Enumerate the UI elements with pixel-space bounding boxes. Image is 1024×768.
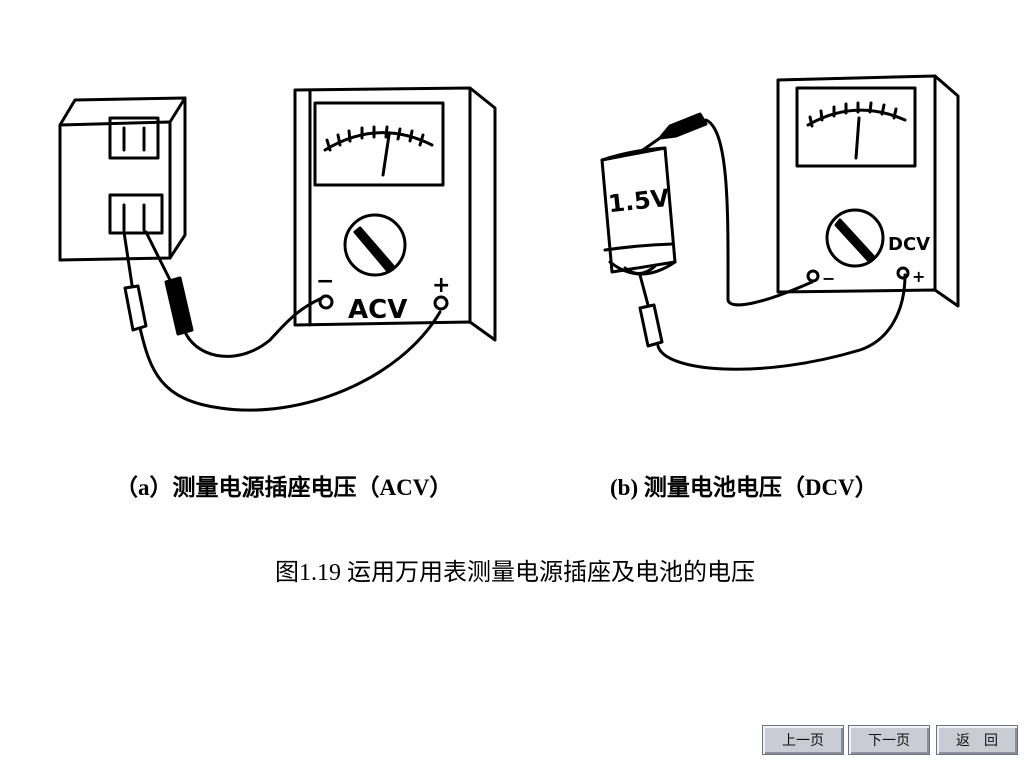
meter-b [776, 74, 960, 308]
meter-b-minus-label: − [822, 269, 835, 288]
meter-b-mode-label: DCV [888, 234, 930, 255]
prev-page-button[interactable]: 上一页 [762, 725, 844, 755]
wall-socket [58, 96, 187, 262]
meter-b-plus-label: + [912, 267, 925, 286]
meter-a-mode-label: ACV [348, 295, 407, 325]
back-button[interactable]: 返 回 [936, 725, 1018, 755]
battery-label: 1.5V [607, 184, 671, 218]
caption-a: （a）测量电源插座电压（ACV） [115, 475, 453, 500]
meter-a [293, 86, 497, 342]
figure-title: 图1.19 运用万用表测量电源插座及电池的电压 [275, 560, 755, 586]
meter-a-minus-label: − [316, 269, 334, 294]
multimeter-illustration: − + ACV 1.5V DCV − + [58, 74, 960, 412]
meter-a-plus-label: + [432, 273, 450, 298]
caption-b: (b) 测量电池电压（DCV） [610, 475, 878, 500]
next-page-button[interactable]: 下一页 [848, 725, 930, 755]
